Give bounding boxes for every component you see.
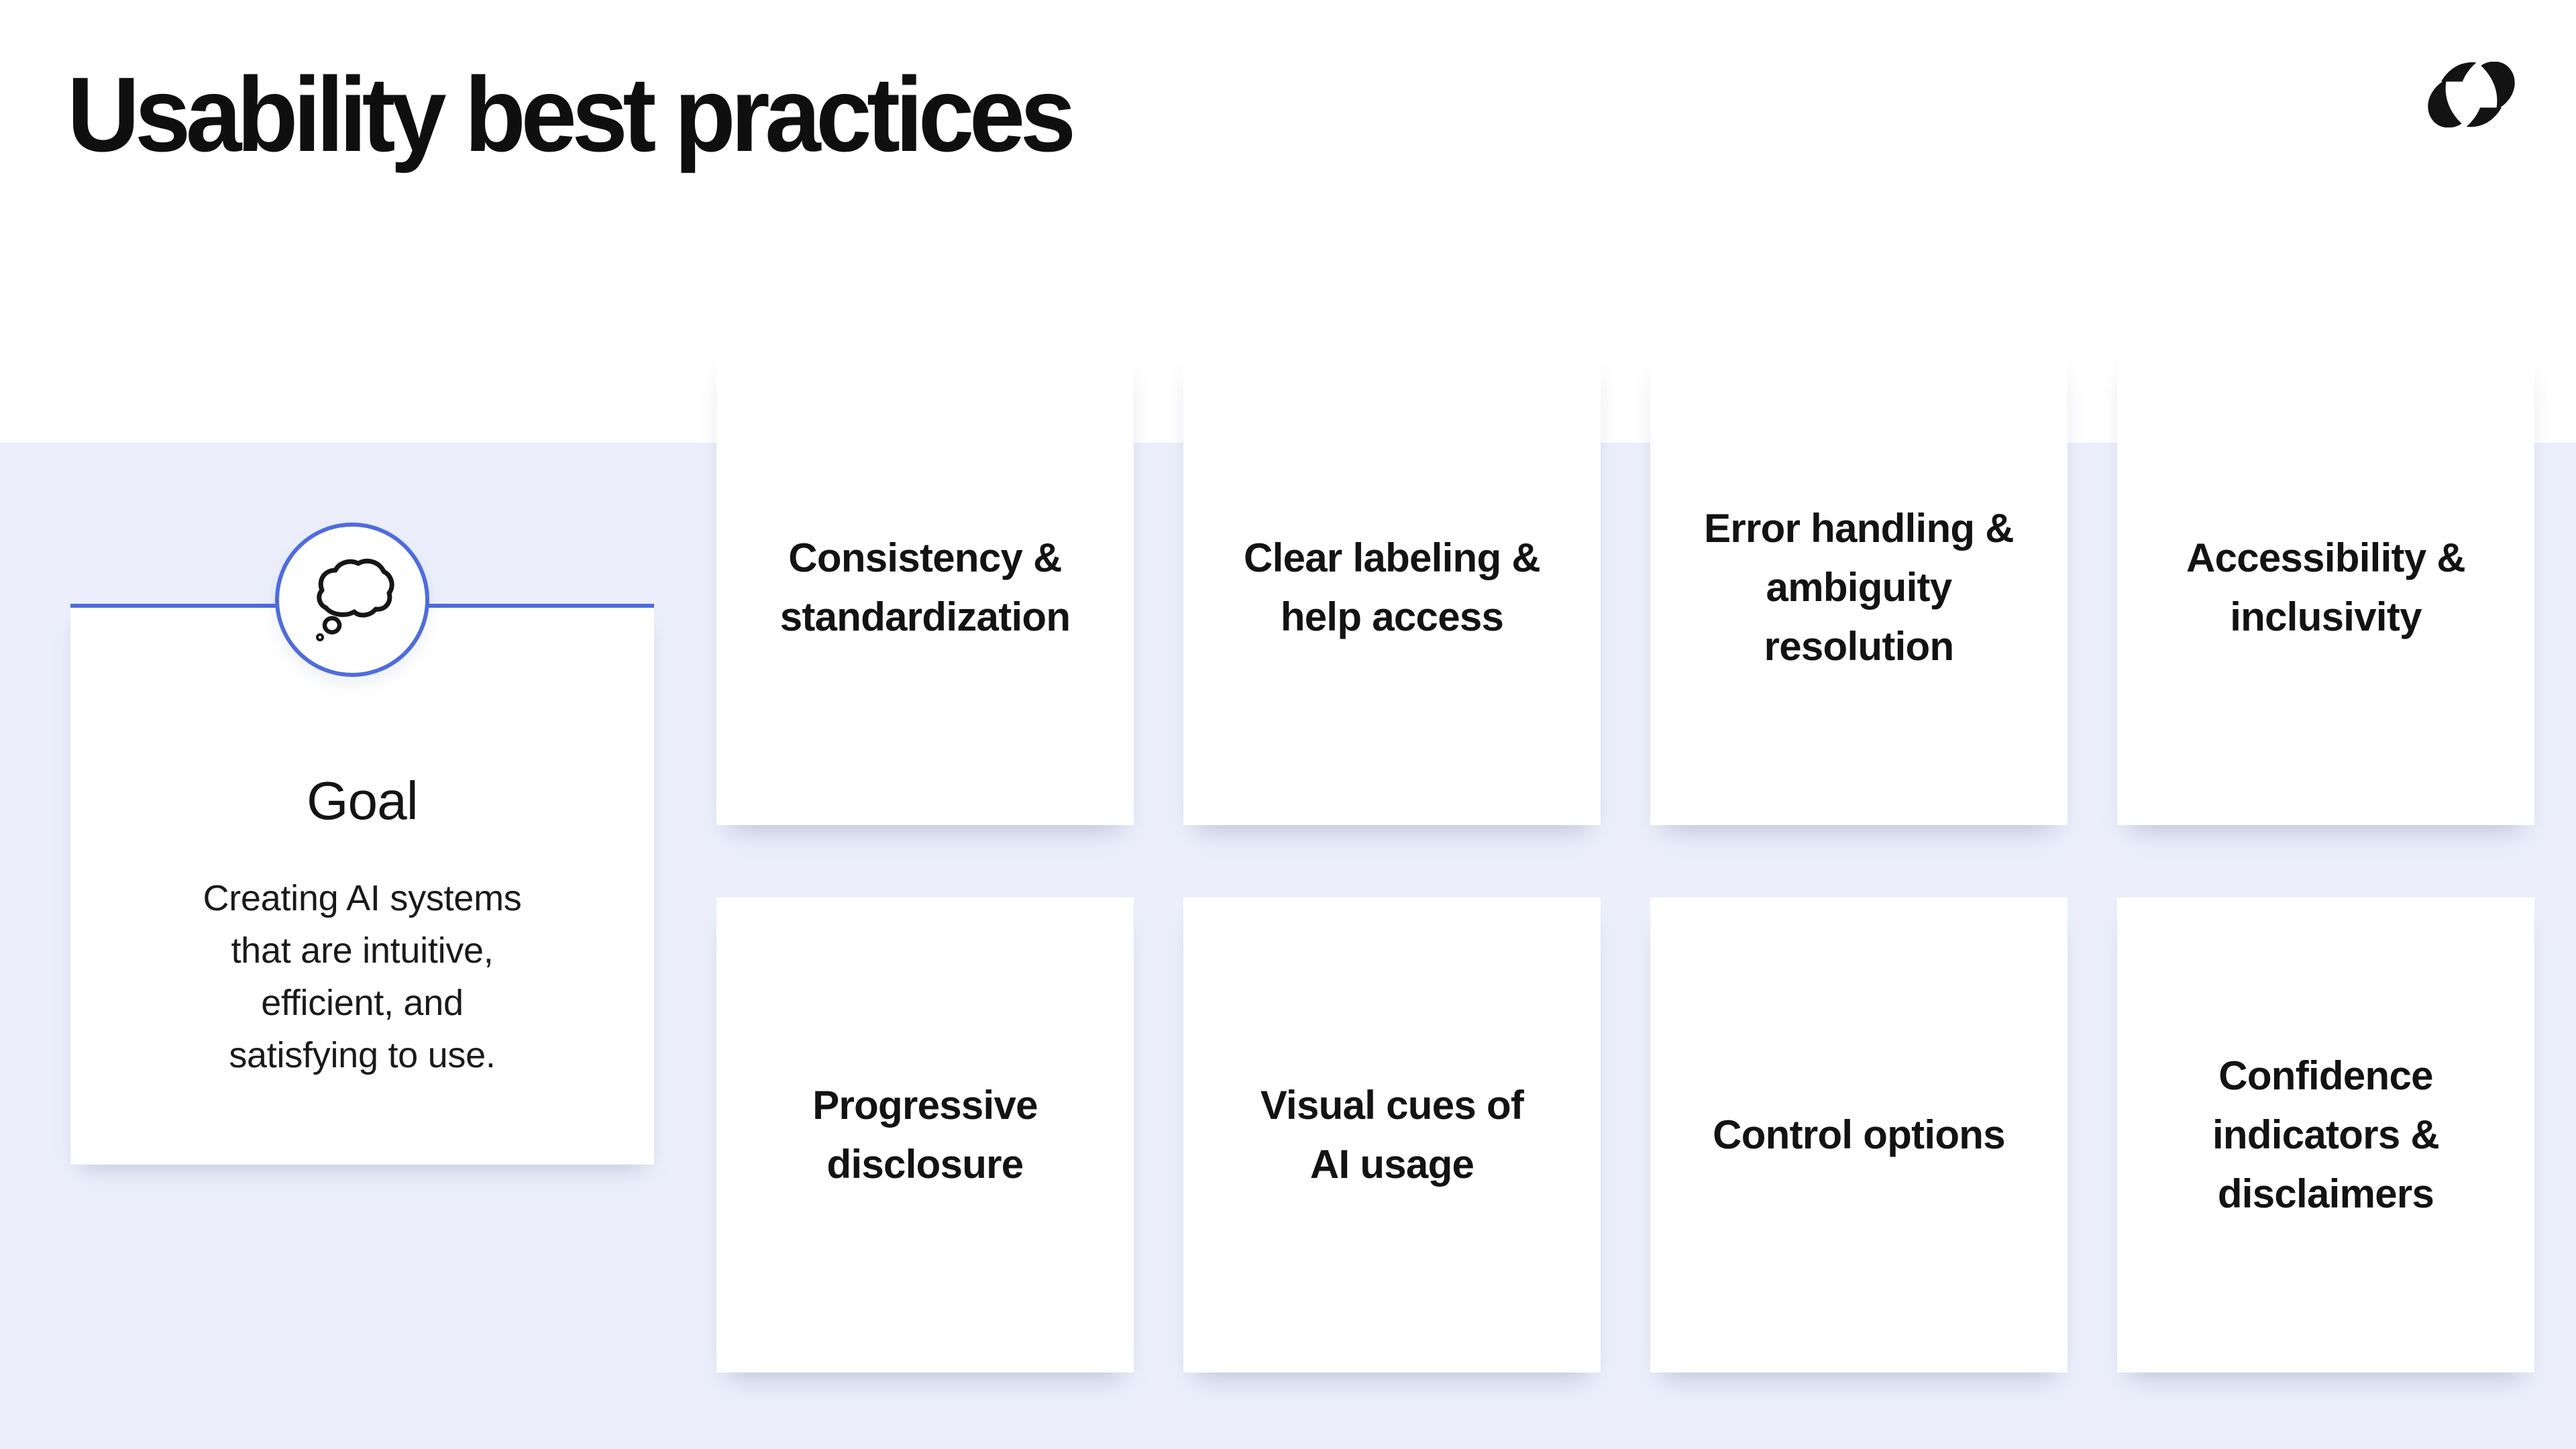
- practice-card-label: Accessibility & inclusivity: [2186, 535, 2466, 639]
- page-title: Usability best practices: [67, 56, 1076, 174]
- practice-card: Control options: [1650, 898, 2068, 1373]
- practice-card-label: Visual cues of AI usage: [1260, 1083, 1524, 1187]
- practice-card-label: Error handling & ambiguity resolution: [1704, 506, 2015, 669]
- practice-card: Consistency & standardization: [716, 350, 1134, 825]
- practice-card: Visual cues of AI usage: [1183, 898, 1601, 1373]
- goal-description: Creating AI systems that are intuitive, …: [203, 878, 522, 1075]
- practice-card-label: Progressive disclosure: [812, 1083, 1038, 1187]
- practice-card-label: Confidence indicators & disclaimers: [2212, 1053, 2440, 1216]
- practice-card: Confidence indicators & disclaimers: [2117, 898, 2534, 1373]
- practice-card-label: Control options: [1713, 1112, 2006, 1157]
- practice-card: Progressive disclosure: [716, 898, 1134, 1373]
- practice-card: Accessibility & inclusivity: [2117, 350, 2534, 825]
- practice-card: Error handling & ambiguity resolution: [1650, 350, 2068, 825]
- practice-card-label: Clear labeling & help access: [1244, 535, 1541, 639]
- goal-heading: Goal: [307, 771, 419, 830]
- goal-icon-circle: [275, 523, 429, 677]
- pinwheel-logo-icon: [2428, 62, 2515, 127]
- practice-card-label: Consistency & standardization: [780, 535, 1071, 639]
- thought-bubble-icon: [316, 559, 394, 641]
- practice-card: Clear labeling & help access: [1183, 350, 1601, 825]
- goal-card: Goal Creating AI systems that are intuit…: [70, 604, 654, 1165]
